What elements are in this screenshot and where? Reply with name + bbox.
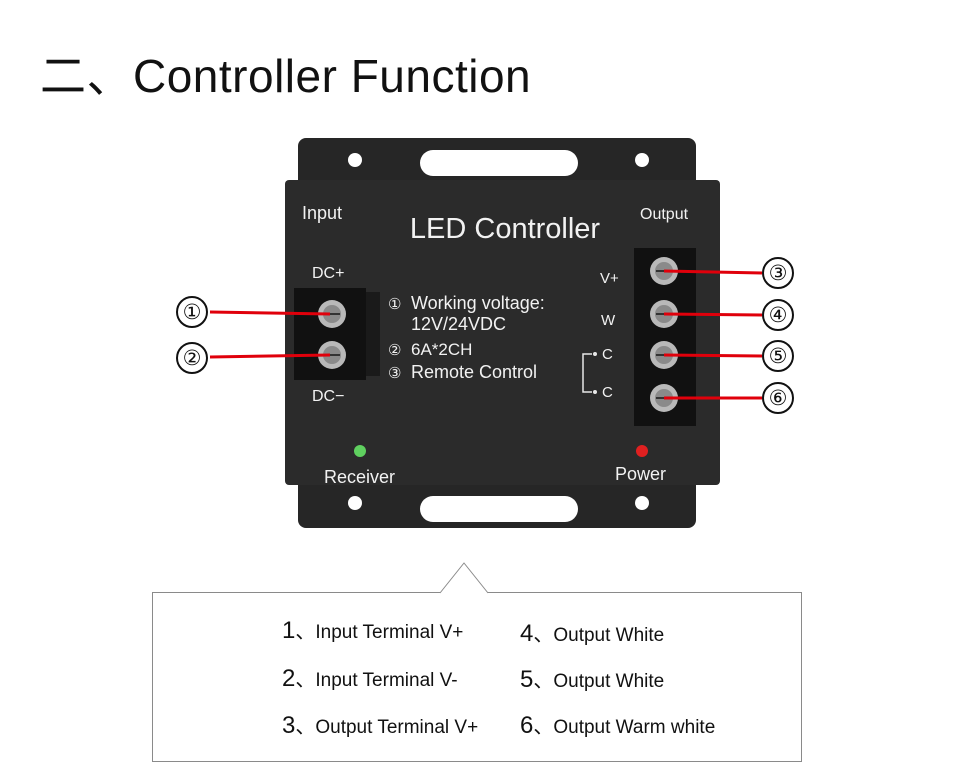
top-mount-slot: [420, 150, 578, 176]
legend-item-number: 6: [520, 712, 534, 739]
dc-plus-label: DC+: [312, 265, 344, 282]
page-title-text: Controller Function: [133, 50, 532, 102]
spec-line-2: 6A*2CH: [411, 340, 472, 359]
terminal-label-1: V+: [600, 270, 619, 287]
device-name: LED Controller: [410, 213, 601, 245]
legend-pointer: [440, 562, 488, 594]
callout-line-3: [663, 269, 763, 275]
bottom-right-mount-hole: [635, 496, 649, 510]
spec-line-1b: 12V/24VDC: [411, 314, 506, 334]
controller-body: [285, 180, 720, 485]
callout-line-1: [209, 310, 331, 316]
callout-number-6: ⑥: [762, 382, 794, 414]
callout-number-2: ②: [176, 342, 208, 374]
callout-number-5: ⑤: [762, 340, 794, 372]
receiver-label: Receiver: [324, 467, 395, 487]
top-left-mount-hole: [348, 153, 362, 167]
callout-line-5: [663, 353, 763, 358]
terminal-label-4: C: [602, 384, 613, 401]
legend-item-6: 6、Output Warm white: [520, 712, 716, 739]
spec-line-3: Remote Control: [411, 362, 537, 382]
legend-item-number: 2: [282, 665, 296, 692]
page-title: 二、Controller Function: [40, 40, 531, 106]
dc-minus-label: DC−: [312, 388, 344, 405]
power-label: Power: [615, 464, 666, 484]
callout-line-4: [663, 312, 763, 317]
page-title-prefix: 二、: [40, 50, 133, 102]
output-label: Output: [640, 206, 689, 223]
legend-item-number: 4: [520, 620, 534, 647]
bottom-left-mount-hole: [348, 496, 362, 510]
legend-item-text: Output White: [553, 625, 665, 646]
led-controller-illustration: LED Controller Input Output DC+ DC− V+ W…: [209, 138, 763, 528]
power-led: [636, 445, 648, 457]
legend-item-text: Input Terminal V-: [315, 670, 458, 691]
legend-item-text: Output Terminal V+: [315, 717, 479, 738]
legend-box: [152, 592, 802, 762]
terminal-label-2: W: [601, 312, 616, 329]
spec-symbol-2: ②: [388, 342, 401, 359]
spec-symbol-1: ①: [388, 296, 401, 313]
terminal-label-3: C: [602, 346, 613, 363]
receiver-led: [354, 445, 366, 457]
callout-number-4: ④: [762, 299, 794, 331]
legend-item-4: 4、Output White: [520, 620, 665, 647]
spec-line-1a: Working voltage:: [411, 293, 545, 313]
callout-lines: [209, 269, 763, 400]
callout-number-1: ①: [176, 296, 208, 328]
legend-item-2: 2、Input Terminal V-: [282, 665, 458, 692]
legend-item-3: 3、Output Terminal V+: [282, 712, 479, 739]
legend-item-text: Output Warm white: [553, 717, 716, 738]
input-screw-1: [318, 300, 346, 328]
legend-item-1: 1、Input Terminal V+: [282, 617, 464, 644]
top-right-mount-hole: [635, 153, 649, 167]
legend-item-5: 5、Output White: [520, 666, 665, 693]
legend-item-number: 1: [282, 617, 296, 644]
bottom-mount-slot: [420, 496, 578, 522]
common-bracket: [582, 353, 592, 393]
legend-item-number: 3: [282, 712, 296, 739]
legend-item-text: Input Terminal V+: [315, 622, 464, 643]
callout-number-3: ③: [762, 257, 794, 289]
legend-item-number: 5: [520, 666, 534, 693]
input-label: Input: [302, 203, 342, 223]
spec-symbol-3: ③: [388, 365, 401, 382]
legend-item-text: Output White: [553, 671, 665, 692]
callout-line-2: [209, 353, 331, 359]
